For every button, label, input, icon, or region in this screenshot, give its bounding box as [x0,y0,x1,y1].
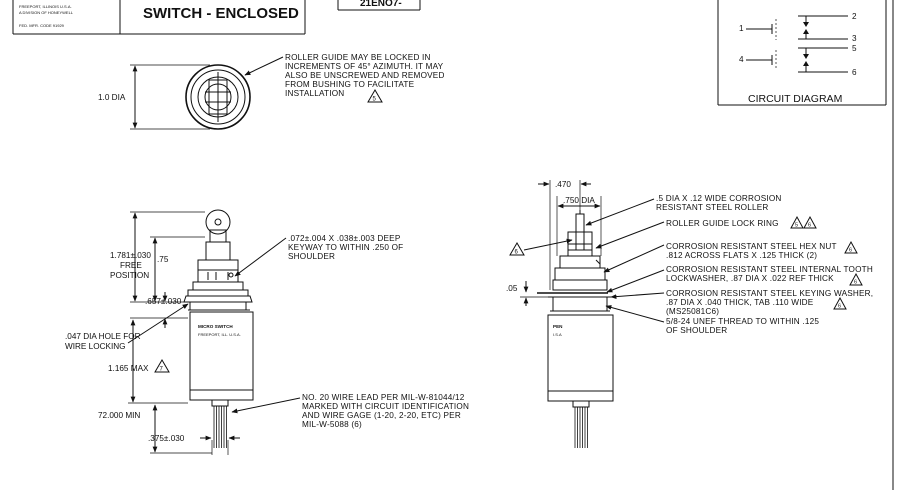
dim-max: 1.165 MAX [108,364,149,373]
terminal-1: 1 [739,24,744,33]
hex-nut-note-1: CORROSION RESISTANT STEEL HEX NUT [666,242,837,251]
roller-guide-note-5: INSTALLATION [285,89,344,98]
keying-washer-flag: 6 [838,304,841,310]
wire-note-4: MIL-W-5088 (6) [302,420,362,429]
dim-0470: .470 [555,180,571,189]
side-view: PEN I.S.A .470 .750 DIA .05 6 .5 DIA X .… [506,180,873,448]
keying-washer-note-3: (MS25081C6) [666,307,719,316]
side-wire-bundle [574,407,588,448]
keying-washer-note-1: CORROSION RESISTANT STEEL KEYING WASHER, [666,289,873,298]
top-dia-label: 1.0 DIA [98,93,126,102]
company-line-1: FREEPORT, ILLINOIS U.S.A. [19,4,72,9]
company-line-2: A DIVISION OF HONEYWELL [19,10,74,15]
lock-ring-flag-1: 5 [795,223,798,229]
dim-max-flag: 7 [160,367,164,373]
dim-0750: .750 DIA [563,196,595,205]
circuit-diagram: CIRCUIT DIAGRAM 1 2 3 4 5 6 [717,0,887,106]
code-line: FED. MFR. CODE 91929 [19,23,65,28]
wire-note-2: MARKED WITH CIRCUIT IDENTIFICATION [302,402,469,411]
wire-note-1: NO. 20 WIRE LEAD PER MIL-W-81044/12 [302,393,465,402]
dim-free-position-2: FREE [120,261,142,270]
front-label-line-1: MICRO SWITCH [198,324,233,329]
roller-guide-note-4: FROM BUSHING TO FACILITATE [285,80,415,89]
terminal-4: 4 [739,55,744,64]
lockwasher-flag: 6 [854,280,857,286]
front-wire-bundle [213,406,227,448]
roller-guide-note-3: ALSO BE UNSCREWED AND REMOVED [285,71,445,80]
dim-0375: .375±.030 [148,434,185,443]
lock-ring-flag-2: 6 [808,223,811,229]
lock-ring-note: ROLLER GUIDE LOCK RING [666,219,779,228]
front-label-line-2: FREEPORT, ILL. U.S.A. [198,332,241,337]
terminal-5: 5 [852,44,857,53]
dim-0657: .657±.030 [145,297,182,306]
title-block: FREEPORT, ILLINOIS U.S.A. A DIVISION OF … [12,0,421,35]
wire-note-3: AND WIRE GAGE (1-20, 2-20, ETC) PER [302,411,461,420]
side-label-line-1: PEN [553,324,563,329]
roller-note-2: RESISTANT STEEL ROLLER [656,203,769,212]
part-number: 21ENO7- [360,0,402,9]
dim-free-position-3: POSITION [110,271,149,280]
side-label-line-2: I.S.A [553,332,562,337]
keyway-note-3: SHOULDER [288,252,335,261]
dim-lead: 72.000 MIN [98,411,140,420]
hex-nut-note-2: .812 ACROSS FLATS X .125 THICK (2) [666,251,817,260]
keying-washer-note-2: .87 DIA X .040 THICK, TAB .110 WIDE [666,298,814,307]
dim-free-position-1: 1.781±.030 [110,251,151,260]
dim-hole-2: WIRE LOCKING [65,342,126,351]
thread-note-2: OF SHOULDER [666,326,727,335]
dim-hole-1: .047 DIA HOLE FOR [65,332,141,341]
roller-guide-note-1: ROLLER GUIDE MAY BE LOCKED IN [285,53,431,62]
thread-note-1: 5/8-24 UNEF THREAD TO WITHIN .125 [666,317,819,326]
hex-nut-flag: 6 [849,248,852,254]
roller-note-1: .5 DIA X .12 WIDE CORROSION [656,194,782,203]
roller-guide-flag: 5 [373,97,377,103]
terminal-6: 6 [852,68,857,77]
top-view: 1.0 DIA ROLLER GUIDE MAY BE LOCKED IN IN… [98,53,445,130]
dim-005: .05 [506,284,518,293]
side-flag-left: 6 [515,250,519,256]
terminal-2: 2 [852,12,857,21]
keyway-note-1: .072±.004 X .038±.003 DEEP [288,234,401,243]
dim-075: .75 [157,255,169,264]
lockwasher-note-1: CORROSION RESISTANT STEEL INTERNAL TOOTH [666,265,873,274]
roller-guide-note-2: INCREMENTS OF 45° AZIMUTH. IT MAY [285,62,444,71]
keyway-note-2: KEYWAY TO WITHIN .250 OF [288,243,403,252]
drawing-title: SWITCH - ENCLOSED [143,5,299,22]
lockwasher-note-2: LOCKWASHER, .87 DIA X .022 REF THICK [666,274,834,283]
circuit-diagram-label: CIRCUIT DIAGRAM [748,93,842,105]
front-view: MICRO SWITCH FREEPORT, ILL. U.S.A. 1.781… [65,209,469,455]
terminal-3: 3 [852,34,857,43]
